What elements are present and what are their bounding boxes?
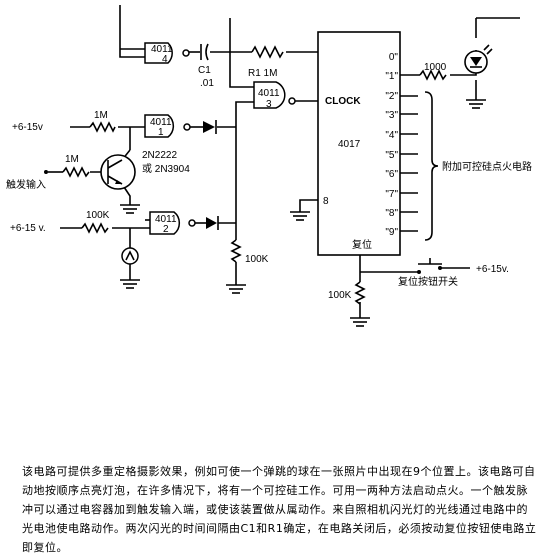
resistor-100k-in [81,222,109,234]
gate-4: 4011 4 [144,42,190,65]
c1-label: C1 [198,65,211,76]
reset-switch-label: 复位按钮开关 [398,275,458,288]
gate-2: 4011 2 [149,211,196,235]
r-1m-b-label: 1M [65,154,79,165]
r-led-label: 1000 [424,62,447,73]
resistor-1m-b [62,166,90,178]
ic-output-7: "7" [385,189,398,200]
ic-output-3: "3" [385,110,398,121]
trigger-input-label: 触发输入 [6,178,46,191]
ic-4017 [317,31,401,256]
transistor-part-a: 2N2222 [142,150,177,161]
r-100k-in-label: 100K [86,210,110,221]
r-1m-a-label: 1M [94,110,108,121]
diode-2 [206,216,219,230]
ic-output-9: "9" [385,227,398,238]
circuit-schematic: 4017 CLOCK 8 复位 0" "1" "2" "3" "4" "5" "… [6,5,532,327]
gate-2-num: 2 [163,224,169,235]
transistor-part-b: 或 2N3904 [142,163,190,175]
ic-reset-label: 复位 [352,238,372,251]
ic-name: 4017 [338,139,361,150]
resistor-100k-reset [354,281,366,305]
gate-3-name: 4011 [258,88,280,99]
trigger-input-terminal [44,170,48,174]
supply-reset: +6-15v. [476,264,509,275]
r-100k-reset-label: 100K [328,290,352,301]
ic-output-4: "4" [385,130,398,141]
ic-output-0: 0" [389,52,399,63]
ic-output-8: "8" [385,208,398,219]
wires [48,5,520,327]
description-text: 该电路可提供多重定格摄影效果，例如可使一个弹跳的球在一张照片中出现在9个位置上。… [22,465,537,554]
ic-output-1: "1" [385,71,398,82]
ic-pin8-label: 8 [323,196,329,207]
resistor-led [419,69,447,81]
gate-3-num: 3 [266,99,272,110]
r-100k-bias-label: 100K [245,254,269,265]
output-bracket [424,91,439,241]
c1-value: .01 [200,78,214,89]
gate-1: 4011 1 [144,114,191,138]
annotation-scr-circuit: 附加可控硅点火电路 [442,160,532,173]
ic-output-labels: 0" "1" "2" "3" "4" "5" "6" "7" "8" "9" [385,52,398,238]
r1-label: R1 1M [248,68,277,79]
reset-switch [417,258,442,274]
resistor-100k-bias [230,239,242,263]
supply-top: +6-15v [12,122,43,133]
ic-output-5: "5" [385,150,398,161]
gate-4-name: 4011 [151,44,173,55]
resistor-r1 [251,45,284,59]
gate-3: 4011 3 [253,81,296,110]
resistor-1m-a [89,121,116,133]
gate-4-num: 4 [162,54,168,65]
photocell [121,247,139,265]
gate-1-name: 4011 [150,117,172,128]
transistor-q1 [100,154,136,190]
ic-output-6: "6" [385,169,398,180]
led-lamp [464,44,493,74]
gate-1-num: 1 [158,127,164,138]
diode-1 [203,120,217,134]
capacitor-c1 [200,43,209,61]
ic-clock-label: CLOCK [325,96,361,107]
gate-2-name: 4011 [155,214,177,225]
supply-bottom: +6-15 v. [10,223,46,234]
ic-output-2: "2" [385,91,398,102]
